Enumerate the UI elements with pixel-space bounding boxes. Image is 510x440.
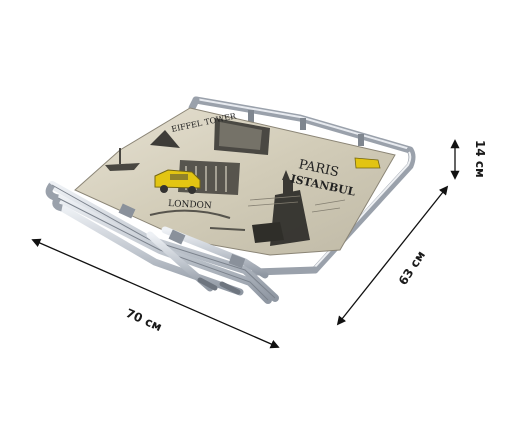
- height-label: 14 см: [473, 140, 487, 178]
- fabric-panel: EIFFEL TOWER PARIS ISTANBUL LONDON: [74, 107, 396, 256]
- london-print-text: LONDON: [168, 199, 212, 211]
- depth-arrow: [336, 185, 449, 326]
- depth-label: 63 см: [396, 248, 428, 287]
- fabric-print: [105, 118, 381, 246]
- width-label: 70 см: [124, 306, 164, 334]
- frame: [188, 96, 416, 276]
- taxi-print: [154, 169, 201, 194]
- dimension-height: 14 см: [450, 139, 487, 180]
- width-arrow: [31, 238, 280, 349]
- frame-right-rail: [311, 146, 416, 274]
